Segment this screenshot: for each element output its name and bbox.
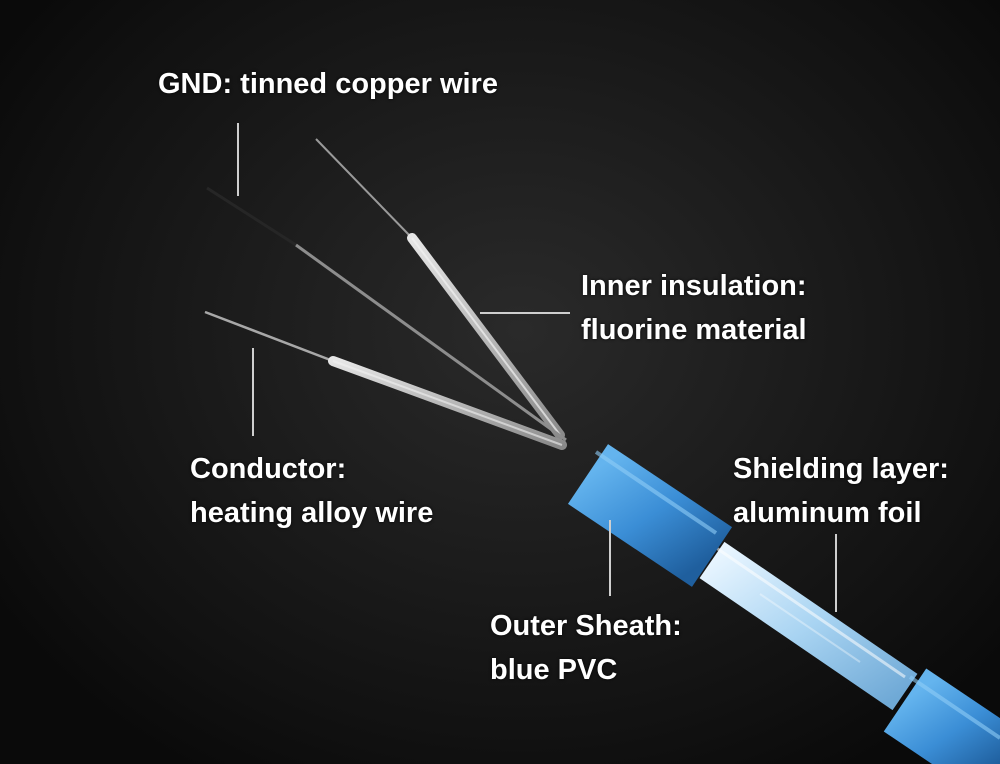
shielding-label-line2: aluminum foil: [733, 497, 922, 529]
inner-insulation-label-line1: Inner insulation:: [581, 270, 807, 302]
conductor-wire: [204, 310, 567, 450]
inner-insulation-label: Inner insulation: fluorine material: [581, 264, 807, 352]
outer-sheath-rear: [883, 668, 1000, 764]
shielding-label-line1: Shielding layer:: [733, 453, 949, 485]
outer-sheath-front: [567, 444, 733, 587]
inner-insulation-label-line2: fluorine material: [581, 314, 807, 346]
gnd-wire: [206, 186, 567, 442]
shielding-foil: [699, 541, 918, 711]
conductor-label-line2: heating alloy wire: [190, 497, 434, 529]
inner-insulated-wire: [315, 138, 565, 440]
gnd-label: GND: tinned copper wire: [158, 62, 498, 106]
shielding-label: Shielding layer: aluminum foil: [733, 447, 949, 535]
leader-lines: [237, 123, 837, 612]
outer-sheath-label: Outer Sheath: blue PVC: [490, 604, 682, 692]
outer-sheath-label-line1: Outer Sheath:: [490, 610, 682, 642]
conductor-label: Conductor: heating alloy wire: [190, 447, 433, 535]
gnd-label-line1: GND: tinned copper wire: [158, 68, 498, 100]
outer-sheath-label-line2: blue PVC: [490, 654, 618, 686]
conductor-label-line1: Conductor:: [190, 453, 347, 485]
